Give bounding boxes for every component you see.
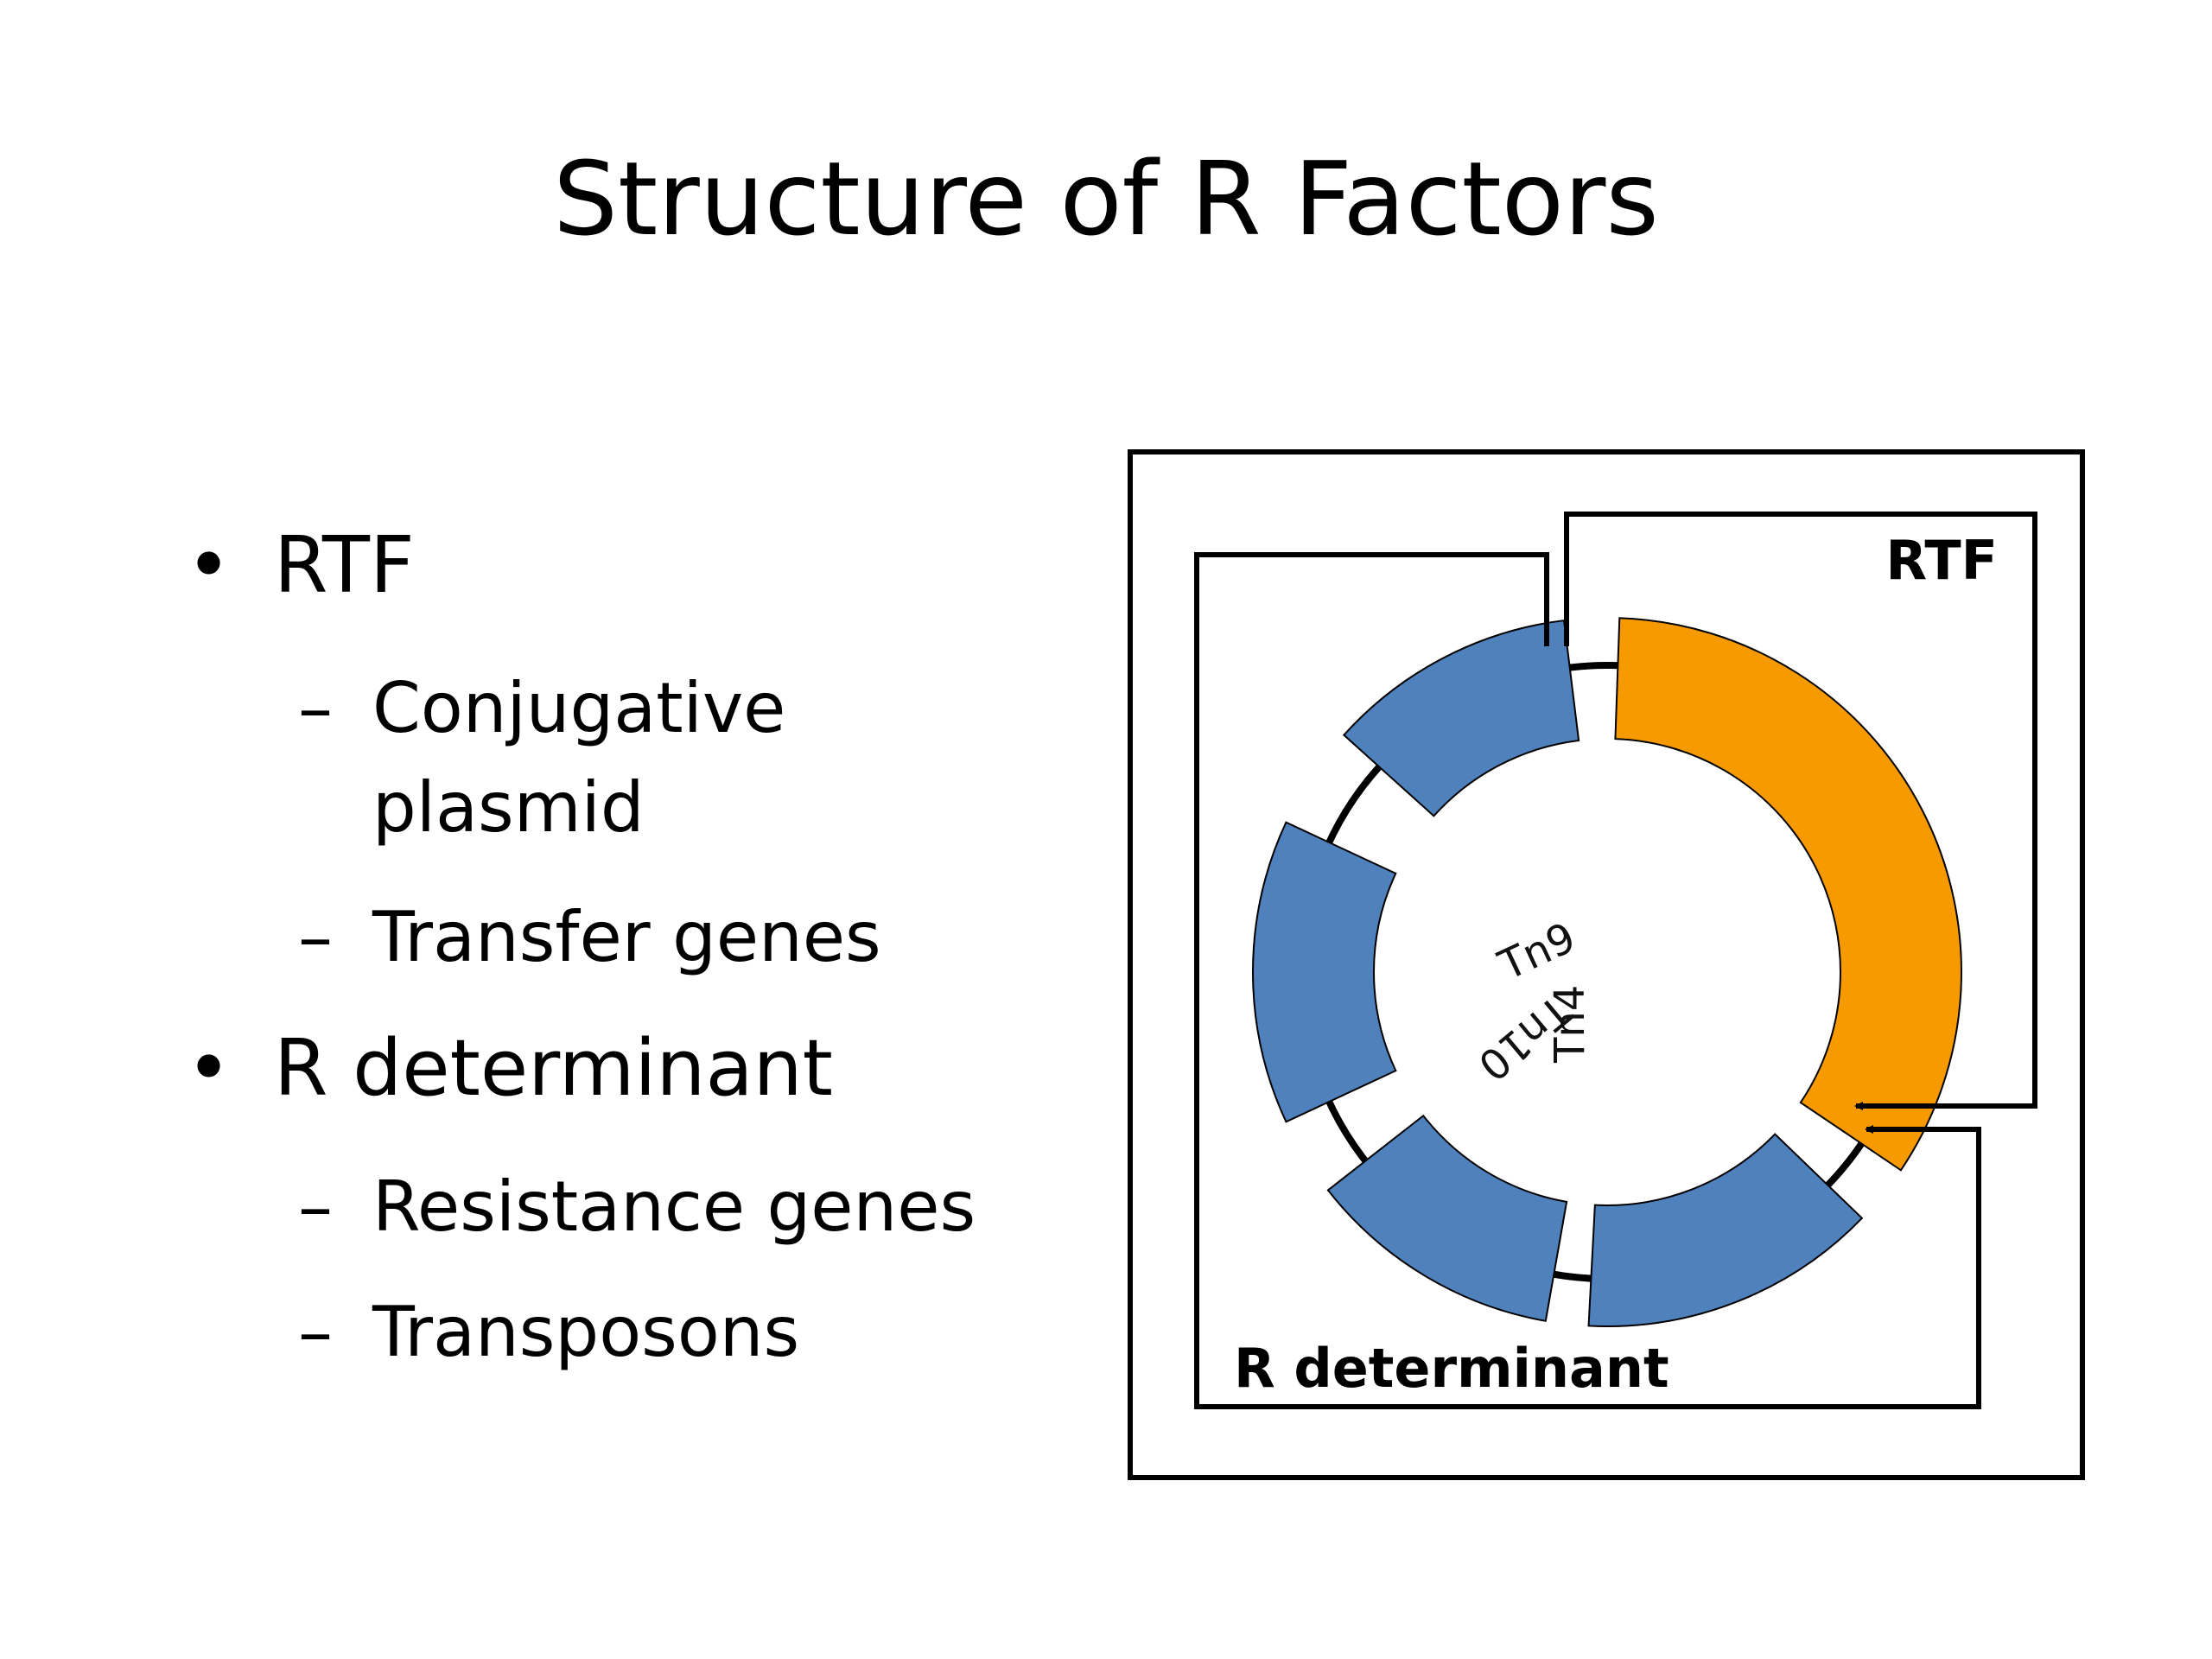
rtf-bracket-line xyxy=(1564,512,2037,1110)
bullet-label-rtf: RTF xyxy=(274,520,415,611)
subitem-text-line1: Conjugative xyxy=(372,668,786,748)
subitem-marker: – xyxy=(298,1292,333,1372)
resistance-gene-segment xyxy=(1342,619,1580,817)
resistance-gene-segment xyxy=(1326,1114,1568,1322)
subitem-marker: – xyxy=(298,1166,333,1247)
outer-frame xyxy=(1128,449,2085,1480)
transposon-label-tn4: Tn4 xyxy=(1546,985,1594,1064)
r-determinant-bracket: R determinant xyxy=(1194,552,1981,1409)
plasmid-ring xyxy=(1251,617,1962,1327)
resistance-gene-segment xyxy=(1251,821,1397,1123)
bullet-marker: • xyxy=(186,520,232,611)
subitem-text: Transfer genes xyxy=(372,897,881,977)
rtf-bracket: RTF xyxy=(1564,512,2037,1110)
rtf-segment xyxy=(1614,617,1962,1172)
transposon-label-tn9: Tn9 xyxy=(1491,913,1582,990)
bullet-label-r-determinant: R determinant xyxy=(274,1023,833,1114)
bullet-list: • RTF – Conjugative plasmid – Transfer g… xyxy=(0,0,1080,1659)
subitem-marker: – xyxy=(298,668,333,748)
subitem-text-line2: plasmid xyxy=(372,767,645,848)
rtf-label: RTF xyxy=(1885,529,1998,592)
transposon-label-cluster: Tn9 Tn10 Tn4 xyxy=(1469,913,1594,1090)
subitem-text: Resistance genes xyxy=(372,1166,976,1247)
subitem-marker: – xyxy=(298,897,333,977)
bullet-marker: • xyxy=(186,1023,232,1114)
slide-title: Structure of R Factors xyxy=(553,139,1659,258)
subitem-text: Transposons xyxy=(372,1292,800,1372)
r-determinant-label: R determinant xyxy=(1234,1337,1669,1400)
resistance-gene-segment xyxy=(1587,1133,1864,1327)
r-determinant-bracket-line xyxy=(1194,552,1981,1409)
